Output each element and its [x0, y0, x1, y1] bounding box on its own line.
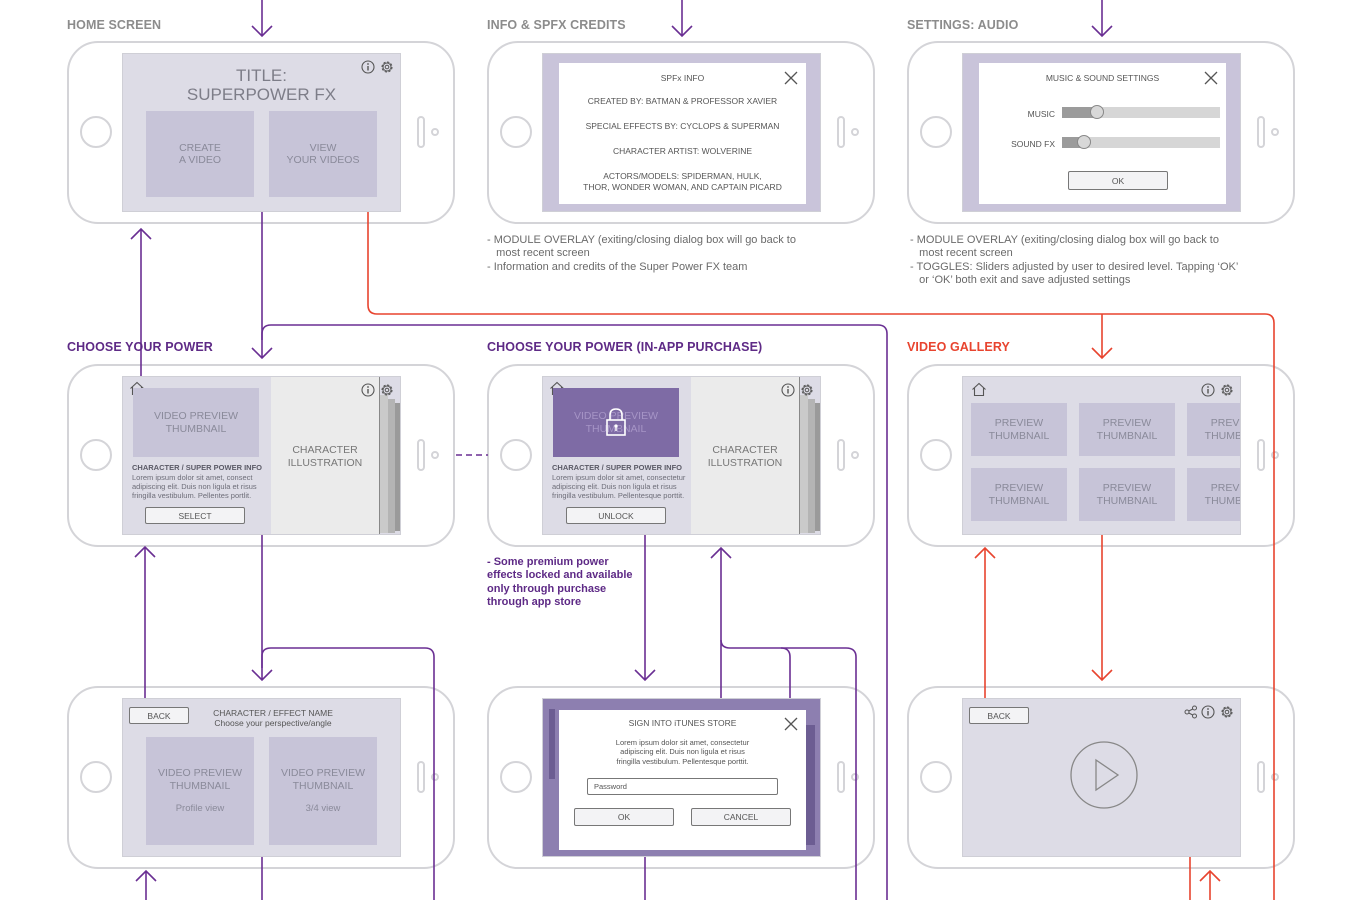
section-label-audio: SETTINGS: AUDIO	[907, 18, 1019, 32]
profile-view-thumbnail[interactable]: VIDEO PREVIEW THUMBNAIL Profile view	[146, 737, 254, 845]
signin-heading: SIGN INTO iTUNES STORE	[628, 718, 737, 728]
sound-fx-slider-handle[interactable]	[1077, 135, 1091, 149]
signin-dialog: SIGN INTO iTUNES STORE Lorem ipsum dolor…	[559, 710, 806, 850]
choose-power-iap-screen: VIDEO PREVIEW THUMBNAIL CHARACTER / SUPE…	[542, 376, 821, 535]
password-input[interactable]: Password	[587, 778, 778, 795]
audio-note: - MODULE OVERLAY (exiting/closing dialog…	[910, 234, 1239, 287]
power-info-text: Lorem ipsum dolor sit amet, consectetur …	[552, 473, 686, 500]
music-label: MUSIC	[1027, 109, 1055, 119]
video-player-screen: BACK	[962, 698, 1241, 857]
credits-line-4: ACTORS/MODELS: SPIDERMAN, HULK, THOR, WO…	[583, 171, 782, 192]
info-note: - MODULE OVERLAY (exiting/closing dialog…	[487, 234, 796, 273]
character-illustration[interactable]: CHARACTER ILLUSTRATION	[271, 377, 379, 534]
share-icon[interactable]	[1184, 705, 1198, 719]
gallery-thumbnail[interactable]: PREVIEW THUMBNAIL	[1079, 468, 1175, 521]
sound-fx-label: SOUND FX	[1011, 139, 1055, 149]
create-video-button[interactable]: CREATE A VIDEO	[146, 111, 254, 197]
close-icon[interactable]	[1203, 70, 1219, 86]
locked-video-preview-thumbnail[interactable]: VIDEO PREVIEW THUMBNAIL	[553, 388, 679, 457]
info-icon[interactable]	[361, 383, 375, 397]
effect-name: CHARACTER / EFFECT NAME	[213, 708, 333, 718]
credits-heading: SPFx INFO	[660, 73, 705, 83]
gear-icon[interactable]	[379, 59, 395, 75]
home-icon[interactable]	[971, 382, 987, 397]
info-icon[interactable]	[1201, 383, 1215, 397]
credits-line-1: CREATED BY: BATMAN & PROFESSOR XAVIER	[587, 96, 778, 106]
music-slider[interactable]	[1062, 105, 1220, 119]
info-screen: SPFx INFO CREATED BY: BATMAN & PROFESSOR…	[542, 53, 821, 212]
info-icon[interactable]	[781, 383, 795, 397]
character-illustration[interactable]: CHARACTER ILLUSTRATION	[691, 377, 799, 534]
iap-note: - Some premium power effects locked and …	[487, 556, 633, 609]
gear-icon[interactable]	[1219, 382, 1235, 398]
view-videos-button[interactable]: VIEW YOUR VIDEOS	[269, 111, 377, 197]
gallery-thumbnail[interactable]: PREVIEW THUMBNAIL	[1187, 403, 1240, 456]
close-icon[interactable]	[783, 716, 799, 732]
app-title: TITLE:	[235, 66, 287, 85]
info-icon[interactable]	[1201, 705, 1215, 719]
gallery-thumbnail[interactable]: PREVIEW THUMBNAIL	[1187, 468, 1240, 521]
unlock-button[interactable]: UNLOCK	[566, 507, 666, 524]
audio-heading: MUSIC & SOUND SETTINGS	[1045, 73, 1160, 83]
audio-dialog: MUSIC & SOUND SETTINGS MUSIC SOUND FX OK	[979, 63, 1226, 204]
credits-line-2: SPECIAL EFFECTS BY: CYCLOPS & SUPERMAN	[585, 121, 780, 131]
signin-ok-button[interactable]: OK	[574, 808, 674, 826]
app-subtitle: SUPERPOWER FX	[186, 85, 337, 104]
back-button[interactable]: BACK	[129, 707, 189, 724]
info-icon[interactable]	[361, 60, 375, 74]
credits-dialog: SPFx INFO CREATED BY: BATMAN & PROFESSOR…	[559, 63, 806, 204]
section-label-info: INFO & SPFX CREDITS	[487, 18, 626, 32]
thumbnail-caption: 3/4 view	[305, 802, 341, 814]
home-screen: TITLE: SUPERPOWER FX CREATE A VIDEO VIEW…	[122, 53, 401, 212]
gear-icon[interactable]	[379, 382, 395, 398]
gear-icon[interactable]	[1219, 704, 1235, 720]
video-gallery-screen: PREVIEW THUMBNAIL PREVIEW THUMBNAIL PREV…	[962, 376, 1241, 535]
thumbnail-caption: Profile view	[175, 802, 225, 814]
audio-settings-screen: MUSIC & SOUND SETTINGS MUSIC SOUND FX OK	[962, 53, 1241, 212]
video-preview-thumbnail[interactable]: VIDEO PREVIEW THUMBNAIL	[133, 388, 259, 457]
music-slider-fill	[1062, 107, 1097, 118]
phone-buttons	[80, 116, 1279, 793]
gallery-thumbnail[interactable]: PREVIEW THUMBNAIL	[1079, 403, 1175, 456]
thumbnail-label: VIDEO PREVIEW THUMBNAIL	[157, 767, 242, 792]
power-info-title: CHARACTER / SUPER POWER INFO	[552, 463, 683, 472]
character-stack	[799, 395, 808, 533]
credits-line-3: CHARACTER ARTIST: WOLVERINE	[612, 146, 752, 156]
power-info-text: Lorem ipsum dolor sit amet, consect adip…	[132, 473, 257, 500]
signin-text: Lorem ipsum dolor sit amet, consectetur …	[615, 738, 750, 766]
section-label-gallery: VIDEO GALLERY	[907, 340, 1010, 354]
character-stack	[379, 395, 388, 533]
dimmed-thumbnail	[549, 709, 555, 779]
sound-fx-slider[interactable]	[1062, 135, 1220, 149]
select-button[interactable]: SELECT	[145, 507, 245, 524]
thumbnail-label: VIDEO PREVIEW THUMBNAIL	[280, 767, 365, 792]
itunes-signin-screen: SIGN INTO iTUNES STORE Lorem ipsum dolor…	[542, 698, 821, 857]
section-label-home: HOME SCREEN	[67, 18, 162, 32]
gallery-thumbnail[interactable]: PREVIEW THUMBNAIL	[971, 403, 1067, 456]
sound-fx-slider-fill	[1062, 137, 1084, 148]
audio-ok-button[interactable]: OK	[1068, 171, 1168, 190]
gallery-thumbnail[interactable]: PREVIEW THUMBNAIL	[971, 468, 1067, 521]
music-slider-handle[interactable]	[1090, 105, 1104, 119]
perspective-screen: BACK CHARACTER / EFFECT NAME Choose your…	[122, 698, 401, 857]
dimmed-stack	[805, 725, 815, 845]
gear-icon[interactable]	[799, 382, 815, 398]
section-label-choose: CHOOSE YOUR POWER	[67, 340, 213, 354]
choose-power-screen: VIDEO PREVIEW THUMBNAIL CHARACTER / SUPE…	[122, 376, 401, 535]
play-icon[interactable]	[1069, 740, 1139, 810]
power-info-title: CHARACTER / SUPER POWER INFO	[132, 463, 263, 472]
signin-cancel-button[interactable]: CANCEL	[691, 808, 791, 826]
three-quarter-view-thumbnail[interactable]: VIDEO PREVIEW THUMBNAIL 3/4 view	[269, 737, 377, 845]
lock-icon	[606, 408, 626, 436]
close-icon[interactable]	[783, 70, 799, 86]
section-label-choose-iap: CHOOSE YOUR POWER (IN-APP PURCHASE)	[487, 340, 763, 354]
perspective-instruction: Choose your perspective/angle	[214, 718, 332, 728]
back-button[interactable]: BACK	[969, 707, 1029, 724]
